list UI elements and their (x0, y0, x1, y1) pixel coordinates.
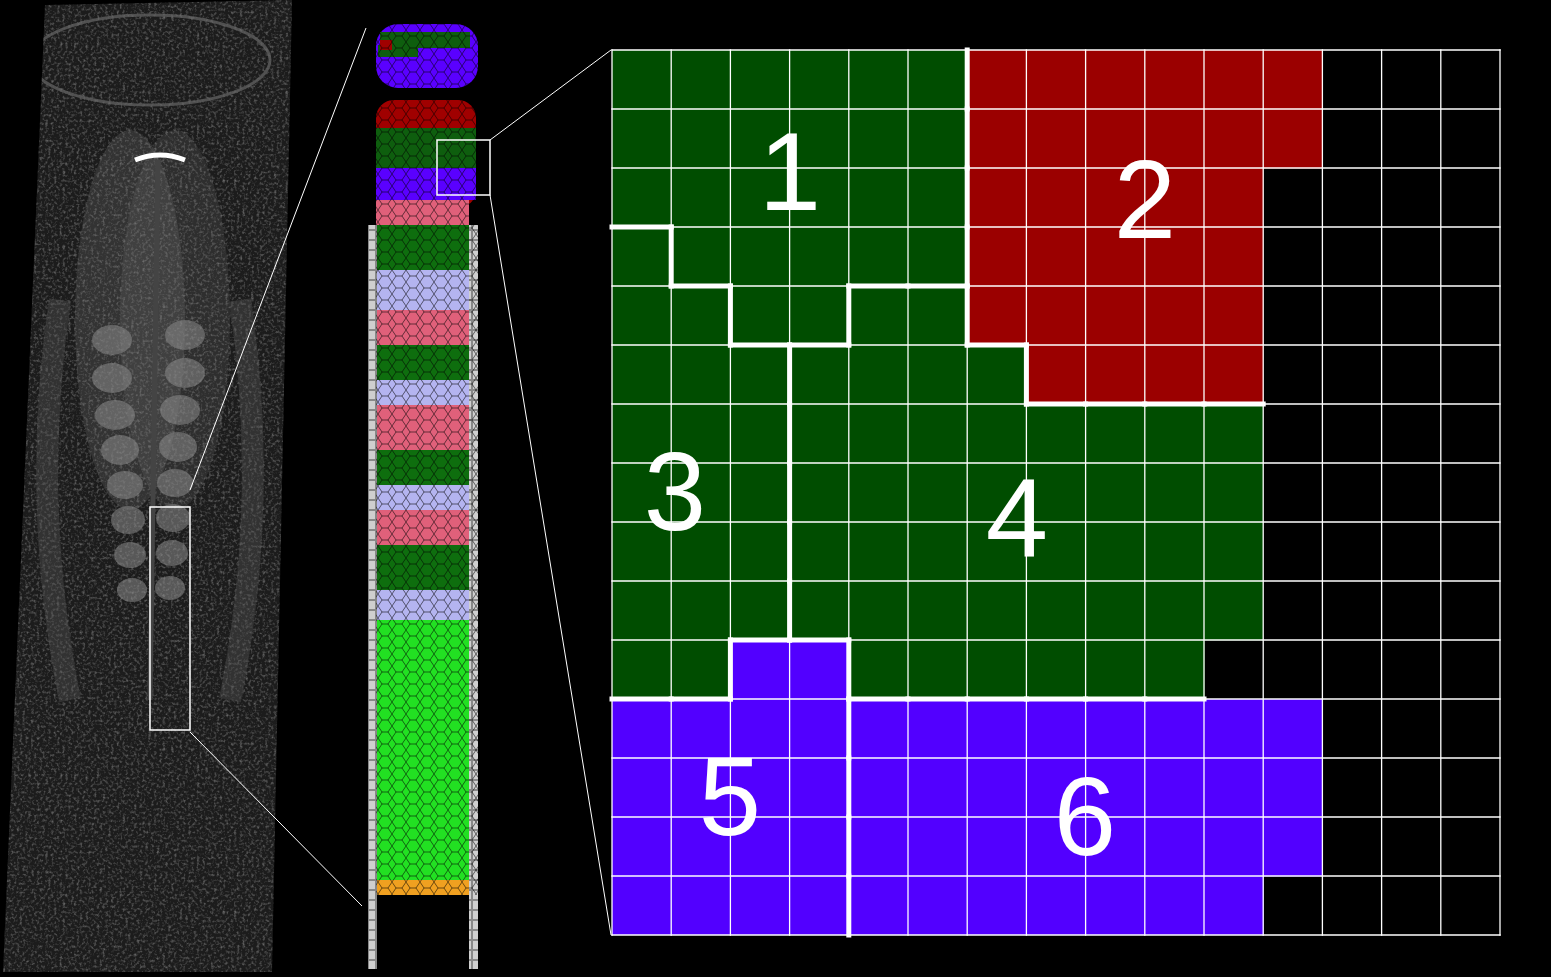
grid-line (612, 639, 1500, 640)
region-boundary (1145, 402, 1204, 407)
grid-line (612, 875, 1500, 876)
region-boundary (846, 699, 851, 758)
grid-line (612, 108, 1500, 109)
grid-line (1085, 50, 1086, 935)
region-boundary (730, 638, 789, 643)
region-boundary (671, 284, 730, 289)
region-boundary (612, 697, 671, 702)
region-boundary (790, 638, 849, 643)
grid-line (1322, 50, 1323, 935)
grid-line (612, 698, 1500, 699)
cell-region: 5 (612, 640, 849, 935)
region-boundary (787, 463, 792, 522)
grid-line (848, 50, 849, 935)
grid-line (1440, 50, 1441, 935)
region-boundary (1204, 402, 1263, 407)
region-boundary (1024, 345, 1029, 404)
grid-line (1263, 50, 1264, 935)
region-boundary (1026, 697, 1085, 702)
region-number: 3 (644, 436, 706, 548)
region-boundary (612, 225, 671, 230)
cell-region: 6 (849, 699, 1323, 935)
grid-line (671, 50, 672, 935)
grid-line (612, 757, 1500, 758)
region-boundary (1145, 697, 1204, 702)
region-boundary (965, 109, 970, 168)
region-boundary (908, 284, 967, 289)
grid-line (612, 580, 1500, 581)
grid-line (612, 934, 1500, 935)
region-boundary (967, 343, 1026, 348)
region-boundary (846, 286, 851, 345)
region-boundary (965, 168, 970, 227)
region-boundary (846, 640, 851, 699)
region-boundary (787, 345, 792, 404)
region-boundary (965, 50, 970, 109)
grid-line (1144, 50, 1145, 935)
grid-line (1381, 50, 1382, 935)
region-boundary (849, 697, 908, 702)
grid-line (967, 50, 968, 935)
grid-line (612, 462, 1500, 463)
region-boundary (1086, 697, 1145, 702)
region-number: 1 (759, 116, 821, 228)
region-boundary (787, 581, 792, 640)
simulation-column (368, 20, 478, 969)
grid-line (789, 50, 790, 935)
region-boundary (1086, 402, 1145, 407)
region-boundary (846, 758, 851, 817)
grid-line (611, 50, 612, 935)
region-boundary (730, 343, 789, 348)
region-boundary (728, 286, 733, 345)
region-boundary (846, 817, 851, 876)
grid-line (612, 344, 1500, 345)
grid-line (907, 50, 908, 935)
grid-line (612, 816, 1500, 817)
grid-line (612, 226, 1500, 227)
grid-line (1026, 50, 1027, 935)
grid-line (612, 403, 1500, 404)
grid-line (612, 49, 1500, 50)
region-boundary (908, 697, 967, 702)
grid-line (612, 285, 1500, 286)
region-boundary (787, 522, 792, 581)
region-boundary (965, 227, 970, 286)
grid-line (1203, 50, 1204, 935)
region-number: 4 (986, 462, 1048, 574)
grid-line (612, 167, 1500, 168)
region-boundary (1026, 402, 1085, 407)
region-number: 6 (1054, 761, 1116, 873)
region-boundary (967, 697, 1026, 702)
region-boundary (849, 284, 908, 289)
region-boundary (728, 640, 733, 699)
region-boundary (787, 404, 792, 463)
region-boundary (965, 286, 970, 345)
region-boundary (671, 697, 730, 702)
region-boundary (669, 227, 674, 286)
grid-line (1499, 50, 1500, 935)
cell-region: 4 (790, 286, 1264, 699)
region-number: 2 (1114, 144, 1176, 256)
grid-line (730, 50, 731, 935)
region-boundary (846, 876, 851, 935)
cell-region: 3 (612, 227, 790, 699)
micrograph (0, 0, 300, 977)
grid-line (612, 521, 1500, 522)
region-number: 5 (699, 741, 761, 853)
region-boundary (790, 343, 849, 348)
